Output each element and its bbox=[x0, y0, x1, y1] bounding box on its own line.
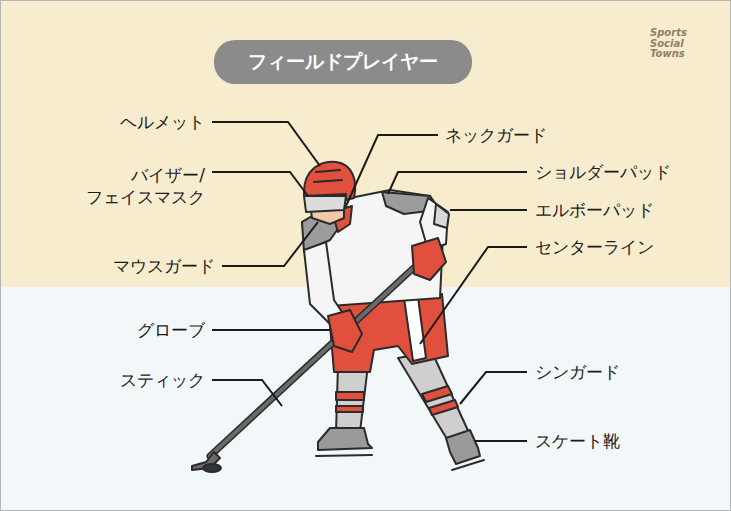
part-label: ヘルメット bbox=[120, 111, 205, 133]
stick-shaft bbox=[210, 262, 420, 456]
leader-lines bbox=[212, 122, 527, 441]
leader-line bbox=[212, 172, 308, 196]
leader-line bbox=[212, 380, 282, 406]
right-glove bbox=[412, 238, 446, 280]
leader-line bbox=[460, 372, 527, 404]
visor bbox=[304, 196, 346, 212]
leader-line bbox=[388, 172, 527, 194]
leader-line bbox=[212, 122, 320, 166]
leader-line bbox=[212, 329, 330, 331]
center-line bbox=[404, 297, 426, 361]
part-label: センターライン bbox=[535, 236, 654, 258]
right-blade bbox=[452, 460, 484, 470]
helmet-ridges bbox=[314, 170, 342, 182]
elbow-pad bbox=[434, 204, 449, 228]
puck bbox=[203, 464, 221, 472]
watermark: Sports Social Towns bbox=[650, 28, 698, 60]
left-blade bbox=[316, 455, 372, 456]
part-label: スティック bbox=[120, 369, 205, 391]
right-shin bbox=[398, 352, 470, 444]
lower-ground bbox=[0, 287, 731, 511]
leader-line bbox=[420, 247, 527, 344]
right-skate bbox=[446, 430, 480, 464]
leader-line bbox=[474, 440, 527, 442]
part-label: グローブ bbox=[137, 319, 205, 341]
left-shin bbox=[336, 365, 368, 432]
part-label: エルボーパッド bbox=[535, 199, 654, 221]
left-glove bbox=[328, 310, 362, 352]
helmet bbox=[304, 162, 355, 200]
part-label: バイザー/ フェイスマスク bbox=[75, 164, 205, 208]
part-label: シンガード bbox=[535, 361, 620, 383]
left-arm bbox=[304, 242, 346, 324]
left-sock-stripes bbox=[336, 392, 364, 412]
title-pill: フィールドプレイヤー bbox=[214, 40, 472, 84]
part-label: ネックガード bbox=[445, 124, 547, 146]
part-label: ショルダーパッド bbox=[535, 161, 671, 183]
right-sock-stripes bbox=[422, 386, 458, 415]
part-label: マウスガード bbox=[113, 255, 215, 277]
left-skate bbox=[318, 428, 372, 450]
stick-outline bbox=[210, 262, 420, 456]
leader-line bbox=[346, 135, 438, 206]
leader-line bbox=[450, 209, 527, 211]
part-label: スケート靴 bbox=[535, 430, 620, 452]
leader-line bbox=[222, 222, 318, 266]
